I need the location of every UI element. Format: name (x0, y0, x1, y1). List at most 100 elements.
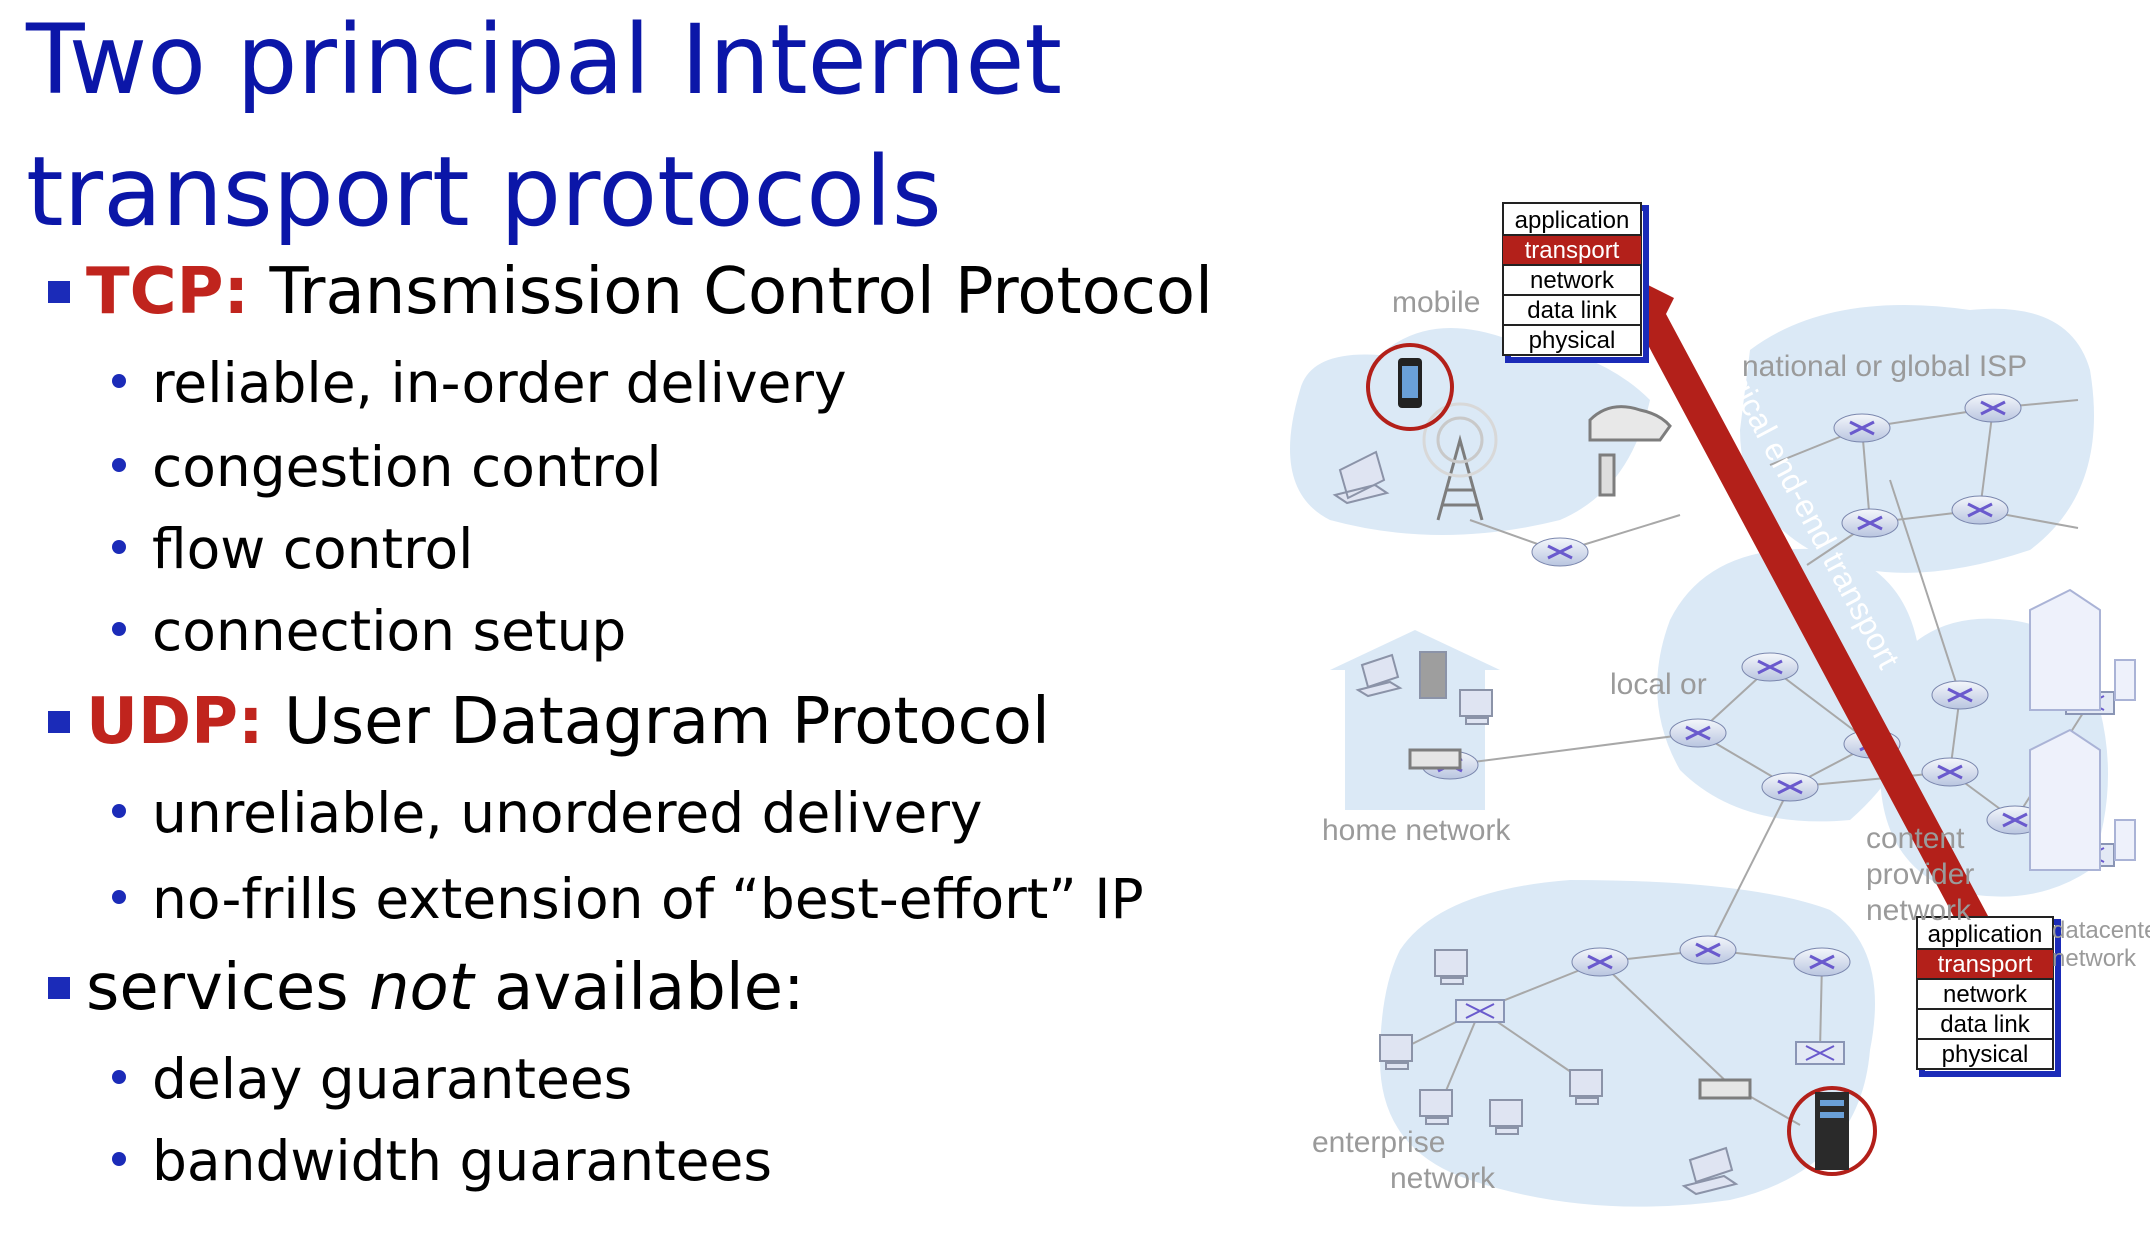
udp-item: unreliable, unordered delivery (112, 781, 982, 845)
label-national-isp: national or global ISP (1742, 350, 2027, 383)
server-light (1820, 1100, 1844, 1106)
traffic-light-icon (1598, 453, 1616, 497)
network-labels: mobile national or global ISP local or h… (1312, 286, 2150, 1195)
label-network: network (1866, 894, 1972, 927)
datacenter-buildings (2029, 588, 2136, 871)
label-provider: provider (1866, 858, 1974, 891)
datacenter-building-icon (2029, 728, 2101, 871)
services-item: bandwidth guarantees (112, 1129, 772, 1193)
server-rack-icon (2114, 659, 2136, 701)
square-bullet-icon (48, 977, 70, 999)
laptop-icon (1681, 1146, 1739, 1196)
laptop-icon (1332, 450, 1390, 505)
protocol-stack-mobile: application transport network data link … (1502, 202, 1649, 363)
radio-wave-icon (1422, 402, 1498, 478)
router-icon (1531, 537, 1589, 567)
dot-bullet-icon (112, 890, 126, 904)
refrigerator-icon (1419, 651, 1447, 699)
bullet-udp: UDP: User Datagram Protocol (48, 685, 1050, 759)
laptop-icon (1355, 653, 1403, 698)
stack-layer: transport (1525, 237, 1620, 264)
mobile-network-cloud (1290, 328, 1650, 535)
stack-transport-fill (1503, 235, 1641, 265)
desktop-icon (1489, 1099, 1523, 1135)
label-home-network: home network (1322, 814, 1511, 847)
dot-bullet-icon (112, 374, 126, 388)
datacenter-building-icon (2029, 588, 2101, 711)
dot-bullet-icon (112, 540, 126, 554)
stack-layer: physical (1942, 1041, 2029, 1068)
label-enterprise: enterprise (1312, 1126, 1445, 1159)
stack-layer: network (1530, 267, 1615, 294)
protocol-stack-server: application transport network data link … (1916, 916, 2061, 1077)
router-icon (1964, 393, 2022, 423)
national-isp-cloud (1740, 305, 2094, 573)
stack-layer: data link (1527, 297, 1617, 324)
desktop-icon (1379, 1034, 1413, 1070)
desktop-icon (1569, 1069, 1603, 1105)
dot-bullet-icon (112, 458, 126, 472)
stack-layer: application (1928, 921, 2043, 948)
stack-layer: network (1943, 981, 2028, 1008)
wifi-router-icon (1408, 748, 1462, 770)
stack-layer: transport (1938, 951, 2033, 978)
udp-text: User Datagram Protocol (263, 685, 1050, 759)
phone-screen (1402, 366, 1418, 398)
car-icon (1588, 405, 1672, 442)
router-icon (1921, 757, 1979, 787)
router-icon (1931, 680, 1989, 710)
stack-box (1916, 916, 2054, 1070)
desktop-icon (1459, 689, 1493, 725)
desktop-icon (1419, 1089, 1453, 1125)
stack-layer: physical (1529, 327, 1616, 354)
router-icon (1951, 495, 2009, 525)
double-arrow (1622, 272, 2050, 1047)
label-enterprise-network: network (1390, 1162, 1496, 1195)
phone-highlight-ring (1366, 343, 1454, 431)
udp-item: no-frills extension of “best-effort” IP (112, 867, 1144, 931)
stack-layer: data link (1940, 1011, 2030, 1038)
square-bullet-icon (48, 281, 70, 303)
server-light (1820, 1112, 1844, 1118)
tcp-item: congestion control (112, 435, 662, 499)
desktop-icon (1434, 949, 1468, 985)
label-local-isp: local or (1610, 668, 1707, 701)
router-icon (1793, 947, 1851, 977)
label-datacenter-network: network (2052, 945, 2137, 972)
bullet-tcp: TCP: Transmission Control Protocol (48, 255, 1213, 329)
dot-bullet-icon (112, 804, 126, 818)
stack-transport-fill (1917, 949, 2053, 979)
hosts (1332, 450, 1739, 1196)
radio-wave-icon (1436, 416, 1484, 464)
dot-bullet-icon (112, 1152, 126, 1166)
tcp-item: reliable, in-order delivery (112, 351, 847, 415)
stack-box (1502, 202, 1642, 356)
router-icon (1669, 718, 1727, 748)
slide-title: Two principal Internet transport protoco… (26, 4, 1063, 248)
router-icon (1741, 652, 1799, 682)
label-datacenter: datacenter (2052, 917, 2150, 944)
router-icon (1679, 935, 1737, 965)
server-rack-icon (2114, 819, 2136, 861)
square-bullet-icon (48, 711, 70, 733)
label-content: content (1866, 822, 1965, 855)
router-icon (1833, 413, 1891, 443)
udp-label: UDP: (86, 685, 264, 759)
wireless-gear (1408, 402, 1752, 1100)
tcp-item: flow control (112, 517, 473, 581)
tcp-text: Transmission Control Protocol (249, 255, 1213, 329)
bullet-services: services not available: (48, 951, 805, 1025)
stack-layer: application (1515, 207, 1630, 234)
router-icon (1841, 508, 1899, 538)
wifi-router-icon (1698, 1078, 1752, 1100)
label-mobile: mobile (1392, 286, 1480, 319)
services-item: delay guarantees (112, 1047, 632, 1111)
server-highlight-ring (1787, 1086, 1877, 1176)
router-icon (1571, 947, 1629, 977)
cell-tower-icon (1436, 434, 1484, 521)
network-diagram: logical end-end transport application tr… (1290, 202, 2150, 1207)
dot-bullet-icon (112, 622, 126, 636)
switch-icon (1795, 1041, 1845, 1065)
tcp-label: TCP: (86, 255, 250, 329)
router-icon (1761, 772, 1819, 802)
